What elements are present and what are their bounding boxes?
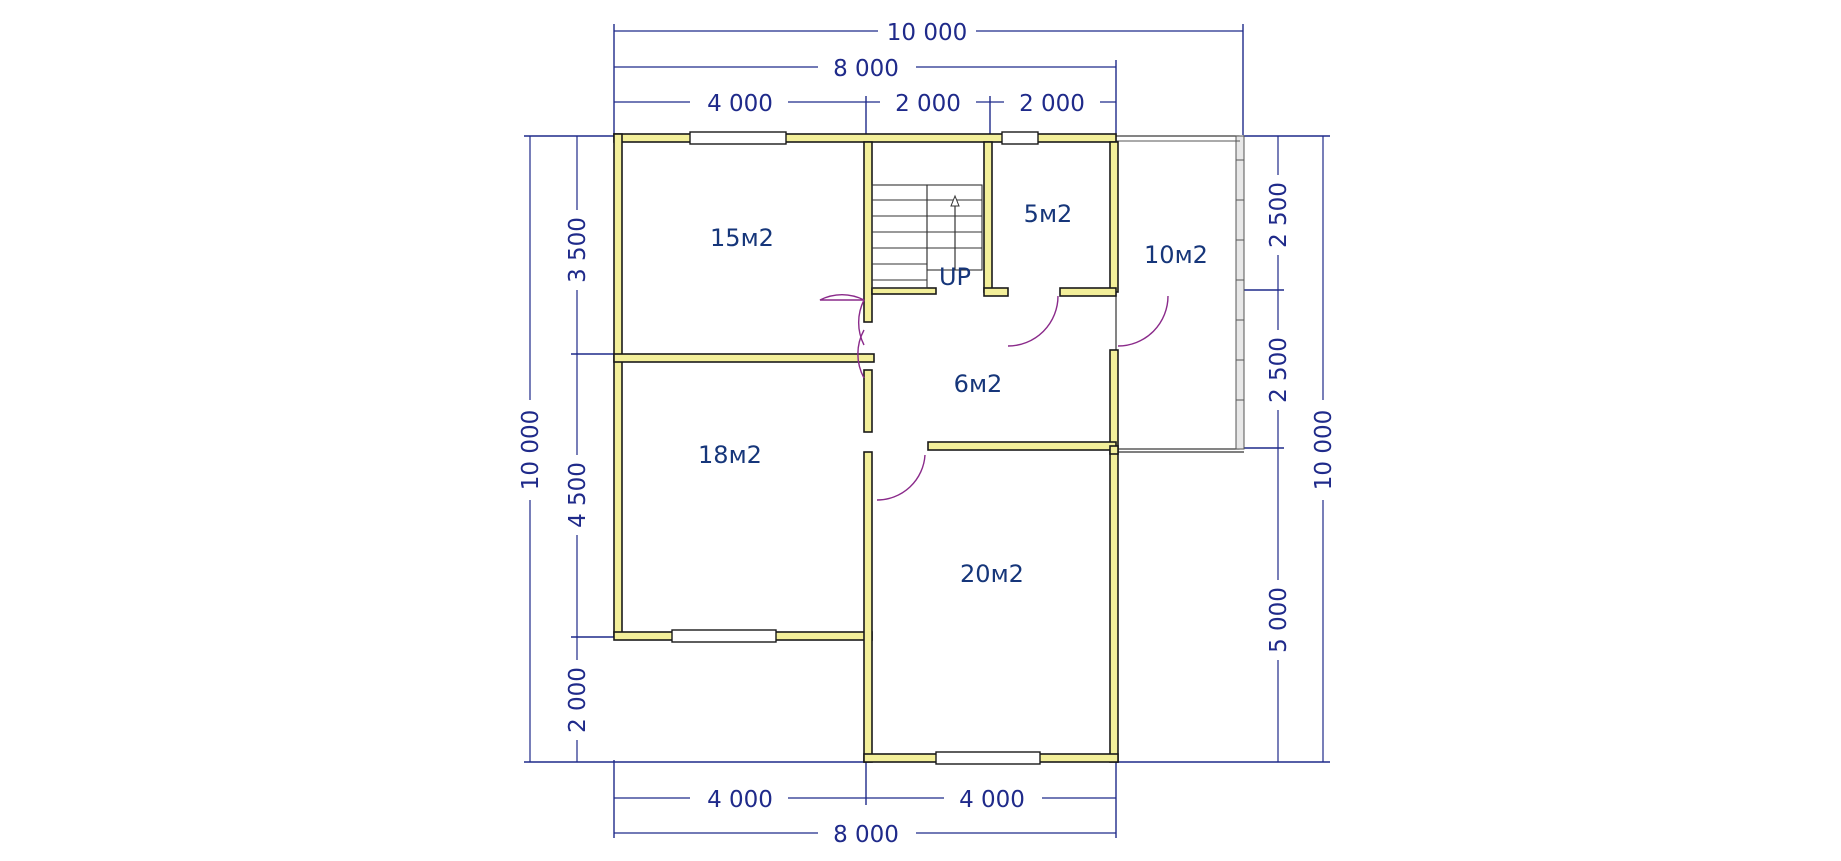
room-label-6: 6м2 (954, 370, 1003, 398)
dim-right-bottom: 5 000 (1266, 587, 1292, 653)
dim-top-overall: 10 000 (887, 20, 967, 46)
door-room-15 (819, 293, 865, 301)
walls (613, 133, 1119, 763)
window-top-left (689, 131, 787, 145)
dim-right-top: 2 500 (1266, 182, 1292, 248)
terrace (1115, 135, 1245, 453)
dim-left-bottom: 2 000 (565, 667, 591, 733)
door-room-20-swing (876, 454, 926, 501)
doors (819, 293, 1169, 501)
room-label-20: 20м2 (960, 560, 1024, 588)
windows (671, 131, 1041, 765)
room-label-5: 5м2 (1024, 200, 1073, 228)
dim-right-overall: 10 000 (1311, 410, 1337, 490)
dim-left-middle: 4 500 (565, 462, 591, 528)
dim-left-overall: 10 000 (518, 410, 544, 490)
dim-top-left: 4 000 (707, 91, 773, 117)
room-label-10: 10м2 (1144, 241, 1208, 269)
dim-bottom-right: 4 000 (959, 787, 1025, 813)
dimension-labels: 10 000 8 000 4 000 2 000 2 000 4 000 4 0… (515, 16, 1338, 848)
door-terrace-swing (1117, 295, 1169, 347)
door-room-5-swing (1007, 295, 1059, 347)
window-bottom-left (671, 629, 777, 643)
room-label-15: 15м2 (710, 224, 774, 252)
door-room-18-swing (857, 329, 865, 379)
dim-top-house: 8 000 (833, 56, 899, 82)
staircase: UP (871, 184, 983, 291)
dim-top-middle: 2 000 (895, 91, 961, 117)
room-label-18: 18м2 (698, 441, 762, 469)
window-bottom-right (935, 751, 1041, 765)
dim-bottom-overall: 8 000 (833, 822, 899, 848)
dim-right-middle: 2 500 (1266, 337, 1292, 403)
door-room-15-swing (857, 299, 865, 346)
dim-top-right: 2 000 (1019, 91, 1085, 117)
window-top-small (1001, 131, 1039, 145)
dim-bottom-left: 4 000 (707, 787, 773, 813)
stairs-label: UP (939, 263, 971, 291)
terrace-railing (1235, 135, 1245, 450)
dim-left-top: 3 500 (565, 217, 591, 283)
room-labels: 15м2 5м2 10м2 6м2 18м2 20м2 (698, 200, 1208, 588)
